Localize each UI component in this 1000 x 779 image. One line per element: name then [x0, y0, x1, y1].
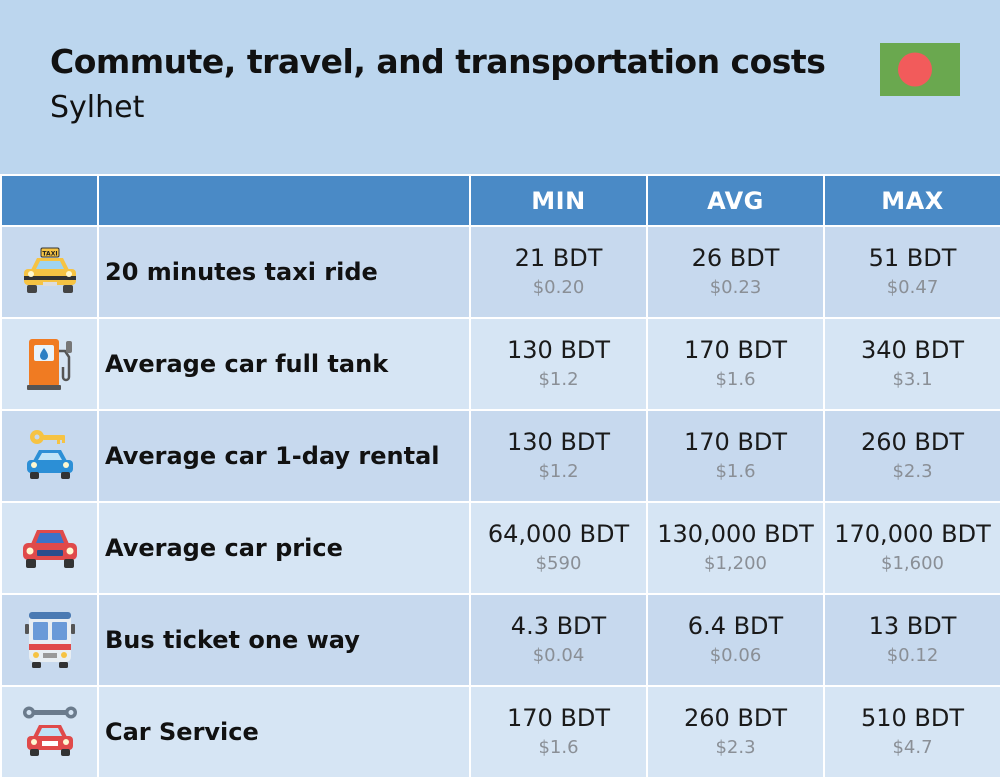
usd-price: $1.6: [715, 369, 756, 390]
usd-price: $0.12: [886, 645, 939, 666]
usd-price: $1.6: [715, 461, 756, 482]
usd-price: $0.06: [709, 645, 762, 666]
usd-price: $2.3: [892, 461, 933, 482]
row-label: Average car full tank: [97, 317, 471, 411]
local-price: 130,000 BDT: [657, 520, 814, 548]
usd-price: $2.3: [715, 737, 756, 758]
local-price: 130 BDT: [506, 336, 611, 364]
min-cell: 4.3 BDT $0.04: [469, 593, 648, 687]
city-name: Sylhet: [50, 90, 145, 125]
local-price: 170 BDT: [506, 704, 611, 732]
local-price: 4.3 BDT: [510, 612, 607, 640]
min-cell: 170 BDT $1.6: [469, 685, 648, 779]
table-row: TAXI 20 minutes taxi ride 21 BDT $0.20: [0, 225, 1000, 319]
avg-cell: 170 BDT $1.6: [646, 409, 825, 503]
local-price: 170,000 BDT: [834, 520, 991, 548]
usd-price: $1,600: [881, 553, 944, 574]
row-label: 20 minutes taxi ride: [97, 225, 471, 319]
svg-text:TAXI: TAXI: [42, 251, 57, 258]
local-price: 21 BDT: [514, 244, 603, 272]
local-price: 260 BDT: [683, 704, 788, 732]
local-price: 170 BDT: [683, 336, 788, 364]
usd-price: $0.20: [532, 277, 585, 298]
table-header-row: MIN AVG MAX: [0, 174, 1000, 227]
max-cell: 510 BDT $4.7: [823, 685, 1000, 779]
page-title: Commute, travel, and transportation cost…: [50, 42, 826, 81]
avg-cell: 130,000 BDT $1,200: [646, 501, 825, 595]
local-price: 170 BDT: [683, 428, 788, 456]
avg-cell: 26 BDT $0.23: [646, 225, 825, 319]
max-cell: 260 BDT $2.3: [823, 409, 1000, 503]
header-label-column: [97, 174, 471, 227]
local-price: 260 BDT: [860, 428, 965, 456]
usd-price: $4.7: [892, 737, 933, 758]
max-cell: 340 BDT $3.1: [823, 317, 1000, 411]
usd-price: $0.04: [532, 645, 585, 666]
wrench-car-icon: [22, 706, 77, 756]
header-max: MAX: [823, 174, 1000, 227]
min-cell: 130 BDT $1.2: [469, 409, 648, 503]
max-cell: 13 BDT $0.12: [823, 593, 1000, 687]
taxi-icon: TAXI: [23, 247, 76, 293]
header-min: MIN: [469, 174, 648, 227]
row-label: Average car price: [97, 501, 471, 595]
usd-price: $0.47: [886, 277, 939, 298]
table-row: Average car full tank 130 BDT $1.2 170 B…: [0, 317, 1000, 411]
table-row: Average car price 64,000 BDT $590 130,00…: [0, 501, 1000, 595]
bus-icon: [24, 612, 75, 668]
header: Commute, travel, and transportation cost…: [0, 0, 1000, 174]
local-price: 51 BDT: [868, 244, 957, 272]
local-price: 130 BDT: [506, 428, 611, 456]
usd-price: $0.23: [709, 277, 762, 298]
local-price: 6.4 BDT: [687, 612, 784, 640]
usd-price: $1,200: [704, 553, 767, 574]
fuel-pump-icon: [26, 339, 72, 390]
usd-price: $1.6: [538, 737, 579, 758]
avg-cell: 260 BDT $2.3: [646, 685, 825, 779]
row-label: Car Service: [97, 685, 471, 779]
cost-table: MIN AVG MAX TAXI: [0, 174, 1000, 779]
max-cell: 51 BDT $0.47: [823, 225, 1000, 319]
local-price: 64,000 BDT: [487, 520, 630, 548]
usd-price: $590: [535, 553, 582, 574]
avg-cell: 170 BDT $1.6: [646, 317, 825, 411]
avg-cell: 6.4 BDT $0.06: [646, 593, 825, 687]
local-price: 510 BDT: [860, 704, 965, 732]
table-row: Average car 1-day rental 130 BDT $1.2 17…: [0, 409, 1000, 503]
min-cell: 21 BDT $0.20: [469, 225, 648, 319]
header-avg: AVG: [646, 174, 825, 227]
header-icon-column: [0, 174, 99, 227]
local-price: 26 BDT: [691, 244, 780, 272]
max-cell: 170,000 BDT $1,600: [823, 501, 1000, 595]
usd-price: $3.1: [892, 369, 933, 390]
local-price: 340 BDT: [860, 336, 965, 364]
row-label: Bus ticket one way: [97, 593, 471, 687]
red-car-icon: [22, 530, 77, 568]
local-price: 13 BDT: [868, 612, 957, 640]
usd-price: $1.2: [538, 461, 579, 482]
min-cell: 64,000 BDT $590: [469, 501, 648, 595]
usd-price: $1.2: [538, 369, 579, 390]
row-label: Average car 1-day rental: [97, 409, 471, 503]
table-row: Car Service 170 BDT $1.6 260 BDT $2.3 51…: [0, 685, 1000, 779]
min-cell: 130 BDT $1.2: [469, 317, 648, 411]
table-row: Bus ticket one way 4.3 BDT $0.04 6.4 BDT…: [0, 593, 1000, 687]
bangladesh-flag-icon: [880, 43, 960, 96]
car-key-icon: [26, 430, 73, 479]
